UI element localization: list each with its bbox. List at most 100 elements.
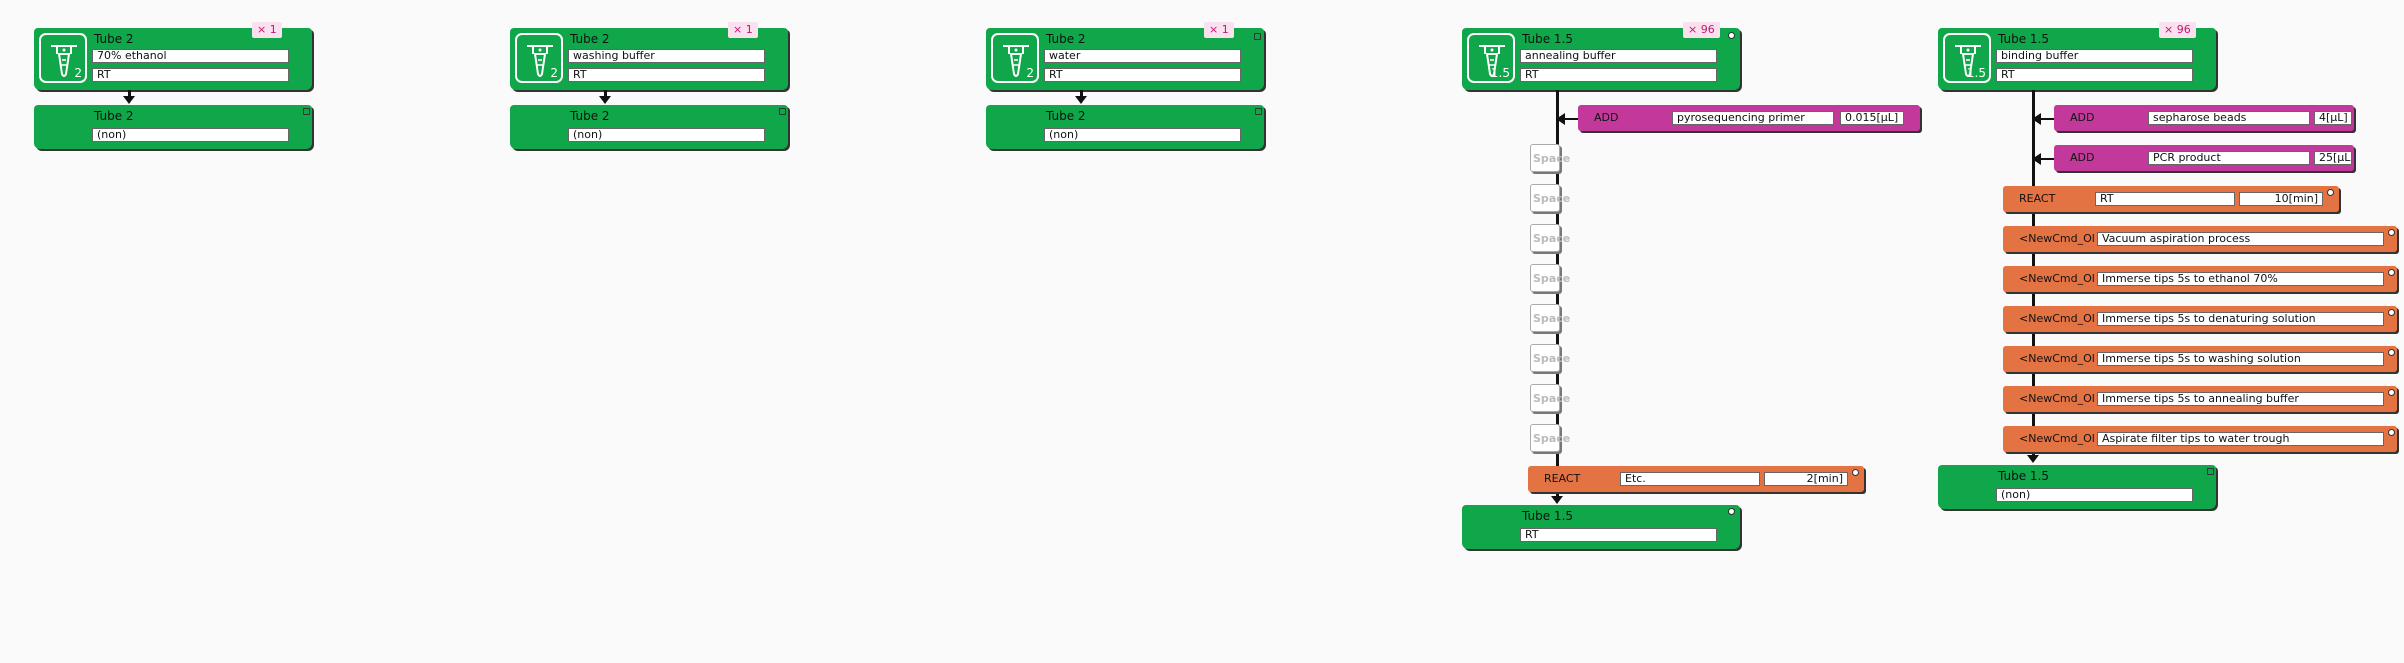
space-slot[interactable]: Space [1530, 424, 1570, 452]
reagent-field[interactable]: annealing buffer [1520, 49, 1717, 63]
space-slot[interactable]: Space [1530, 304, 1570, 332]
command-text-field[interactable]: Aspirate filter tips to water trough [2097, 432, 2384, 446]
custom-command[interactable]: <NewCmd_Ol Immerse tips 5s to denaturing… [2003, 306, 2397, 332]
block-handle[interactable] [1255, 108, 1262, 115]
multiplier-badge[interactable]: × 1 [252, 22, 282, 38]
tube-title: Tube 2 [94, 109, 134, 123]
tube-block-bottom[interactable] [510, 105, 788, 149]
react-command[interactable]: REACT RT 10[min] [2003, 186, 2339, 212]
tube-title: Tube 2 [570, 32, 610, 46]
block-handle[interactable] [303, 108, 310, 115]
add-command[interactable]: ADD PCR product 25[μL] [2054, 145, 2354, 171]
command-text-field[interactable]: Immerse tips 5s to denaturing solution [2097, 312, 2384, 326]
connector-line [128, 90, 131, 100]
tube-title: Tube 2 [570, 109, 610, 123]
time-field[interactable]: 2[min] [1764, 472, 1848, 486]
command-label: <NewCmd_Ol [2019, 352, 2095, 365]
output-field[interactable]: (non) [1996, 488, 2193, 502]
branch-line [1558, 118, 1578, 120]
space-slot[interactable]: Space [1530, 384, 1570, 412]
command-label: <NewCmd_Ol [2019, 392, 2095, 405]
output-field[interactable]: (non) [568, 128, 765, 142]
condition-field[interactable]: Etc. [1620, 472, 1760, 486]
condition-field[interactable]: RT [1044, 68, 1241, 82]
command-label: <NewCmd_Ol [2019, 312, 2095, 325]
amount-field[interactable]: 0.015[μL] [1840, 111, 1904, 125]
block-pin[interactable] [1728, 508, 1735, 515]
flow-arrow [1551, 496, 1563, 504]
block-pin[interactable] [1728, 32, 1735, 39]
flow-spine [1556, 90, 1559, 500]
space-label: Space [1533, 312, 1571, 325]
space-slot[interactable]: Space [1530, 264, 1570, 292]
amount-field[interactable]: 4[μL] [2314, 111, 2352, 125]
react-command[interactable]: REACT Etc. 2[min] [1528, 466, 1864, 492]
multiplier-badge[interactable]: × 96 [2159, 22, 2196, 38]
reagent-field[interactable]: water [1044, 49, 1241, 63]
command-text-field[interactable]: Immerse tips 5s to washing solution [2097, 352, 2384, 366]
branch-line [2034, 158, 2054, 160]
tube-block-bottom[interactable] [1938, 465, 2216, 509]
condition-field[interactable]: RT [2095, 192, 2235, 206]
flow-arrow [599, 96, 611, 104]
tube-block-bottom[interactable] [34, 105, 312, 149]
reagent-field[interactable]: PCR product [2148, 151, 2310, 165]
space-slot[interactable]: Space [1530, 224, 1570, 252]
tube-block-bottom[interactable] [1462, 505, 1740, 549]
output-field[interactable]: RT [1520, 528, 1717, 542]
space-slot[interactable]: Space [1530, 344, 1570, 372]
reagent-field[interactable]: 70% ethanol [92, 49, 289, 63]
block-handle[interactable] [779, 108, 786, 115]
add-command[interactable]: ADD pyrosequencing primer 0.015[μL] [1578, 105, 1920, 131]
tube-icon: 1.5 [1943, 33, 1991, 83]
add-command[interactable]: ADD sepharose beads 4[μL] [2054, 105, 2354, 131]
custom-command[interactable]: <NewCmd_Ol Immerse tips 5s to washing so… [2003, 346, 2397, 372]
amount-field[interactable]: 25[μL] [2314, 151, 2352, 165]
command-label: REACT [2019, 192, 2056, 205]
space-label: Space [1533, 392, 1571, 405]
tube-size: 2 [1026, 66, 1034, 80]
reagent-field[interactable]: pyrosequencing primer [1672, 111, 1834, 125]
command-text-field[interactable]: Vacuum aspiration process [2097, 232, 2384, 246]
reagent-field[interactable]: sepharose beads [2148, 111, 2310, 125]
command-label: <NewCmd_Ol [2019, 232, 2095, 245]
multiplier-badge[interactable]: × 1 [728, 22, 758, 38]
tube-title: Tube 1.5 [1522, 32, 1574, 46]
tube-size: 2 [74, 66, 82, 80]
reagent-field[interactable]: binding buffer [1996, 49, 2193, 63]
command-text-field[interactable]: Immerse tips 5s to annealing buffer [2097, 392, 2384, 406]
tube-block-bottom[interactable] [986, 105, 1264, 149]
output-field[interactable]: (non) [92, 128, 289, 142]
block-handle[interactable] [1254, 33, 1261, 40]
flow-arrow [1075, 96, 1087, 104]
custom-command[interactable]: <NewCmd_Ol Vacuum aspiration process [2003, 226, 2397, 252]
command-pin[interactable] [2388, 229, 2395, 236]
command-pin[interactable] [2388, 389, 2395, 396]
space-slot[interactable]: Space [1530, 144, 1570, 172]
multiplier-badge[interactable]: × 1 [1204, 22, 1234, 38]
custom-command[interactable]: <NewCmd_Ol Aspirate filter tips to water… [2003, 426, 2397, 452]
multiplier-badge[interactable]: × 96 [1683, 22, 1720, 38]
space-label: Space [1533, 432, 1571, 445]
space-slot[interactable]: Space [1530, 184, 1570, 212]
output-field[interactable]: (non) [1044, 128, 1241, 142]
command-pin[interactable] [2388, 349, 2395, 356]
command-pin[interactable] [2327, 189, 2334, 196]
custom-command[interactable]: <NewCmd_Ol Immerse tips 5s to annealing … [2003, 386, 2397, 412]
flow-arrow [2027, 455, 2039, 463]
time-field[interactable]: 10[min] [2239, 192, 2323, 206]
tube-title: Tube 1.5 [1522, 509, 1574, 523]
condition-field[interactable]: RT [568, 68, 765, 82]
condition-field[interactable]: RT [1520, 68, 1717, 82]
command-text-field[interactable]: Immerse tips 5s to ethanol 70% [2097, 272, 2384, 286]
command-pin[interactable] [2388, 309, 2395, 316]
reagent-field[interactable]: washing buffer [568, 49, 765, 63]
condition-field[interactable]: RT [1996, 68, 2193, 82]
custom-command[interactable]: <NewCmd_Ol Immerse tips 5s to ethanol 70… [2003, 266, 2397, 292]
flow-arrow [2032, 153, 2041, 165]
command-pin[interactable] [1852, 469, 1859, 476]
command-pin[interactable] [2388, 269, 2395, 276]
block-handle[interactable] [2207, 468, 2214, 475]
command-pin[interactable] [2388, 429, 2395, 436]
condition-field[interactable]: RT [92, 68, 289, 82]
